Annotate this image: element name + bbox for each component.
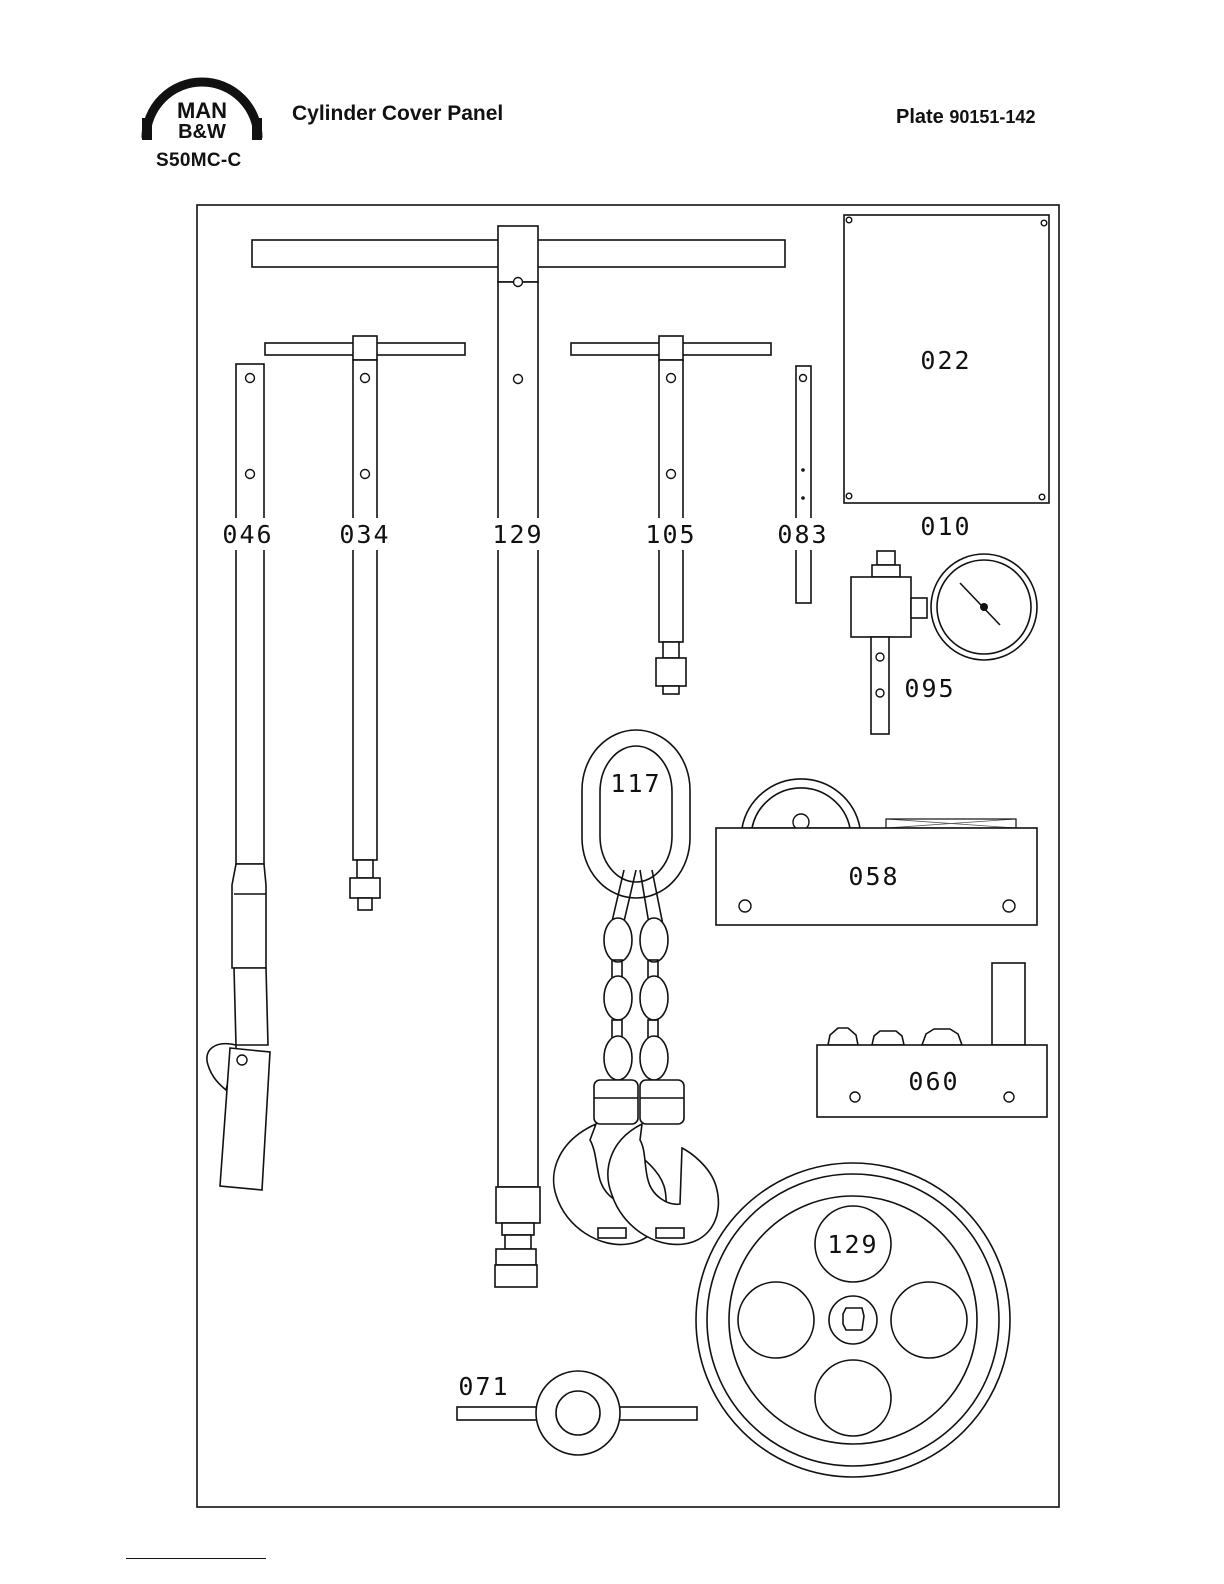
tool-058-box <box>716 779 1037 925</box>
tool-083-pin <box>796 366 811 603</box>
tool-105-t-bar <box>571 336 771 694</box>
label-046: 046 <box>222 520 273 549</box>
tool-129-wheel <box>696 1163 1010 1477</box>
tool-034-t-bar <box>265 336 465 910</box>
tool-046-bar <box>207 364 270 1190</box>
label-058: 058 <box>848 862 899 891</box>
label-129-t-bar: 129 <box>492 520 543 549</box>
label-129-wheel: 129 <box>827 1230 878 1259</box>
label-105: 105 <box>645 520 696 549</box>
footer-rule <box>126 1558 266 1559</box>
label-060: 060 <box>908 1067 959 1096</box>
tool-095-gauge <box>851 551 1037 734</box>
label-095: 095 <box>904 674 955 703</box>
label-117: 117 <box>610 769 661 798</box>
label-083: 083 <box>777 520 828 549</box>
tool-117-chain-sling <box>554 730 719 1245</box>
label-022: 022 <box>920 346 971 375</box>
tool-129-t-bar <box>252 226 785 1287</box>
label-010: 010 <box>920 512 971 541</box>
label-071: 071 <box>458 1372 509 1401</box>
label-034: 034 <box>339 520 390 549</box>
